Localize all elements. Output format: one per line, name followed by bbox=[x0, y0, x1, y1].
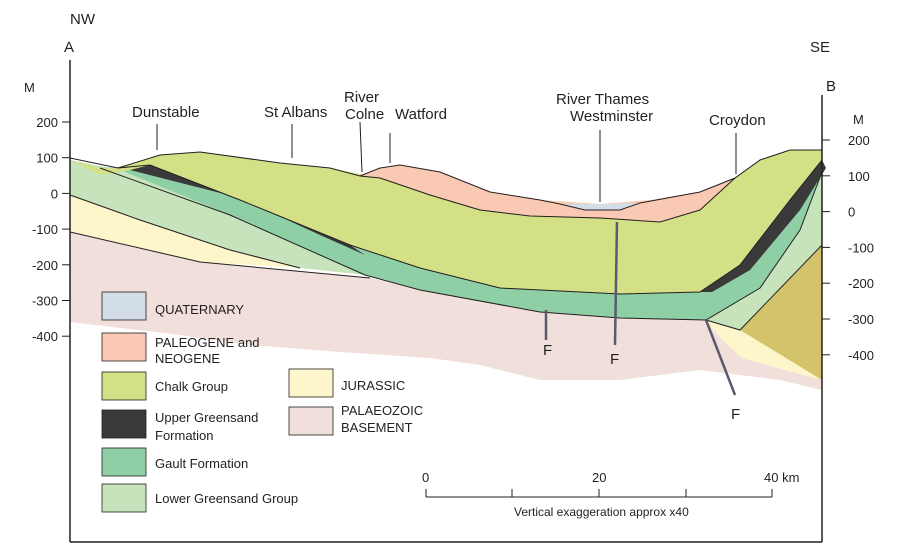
place-leader-lines bbox=[156, 121, 737, 202]
palaeozoic-basement-layer bbox=[70, 230, 822, 390]
legend-label-paleogene-line1: PALEOGENE and bbox=[155, 335, 260, 350]
left-axis-tick-label-3: -100 bbox=[32, 222, 58, 237]
legend-swatch-gault bbox=[101, 447, 147, 477]
legend-label-paleogene-line2: NEOGENE bbox=[155, 351, 220, 366]
legend-label-gault: Gault Formation bbox=[155, 456, 248, 471]
place-river-thames: River Thames bbox=[556, 91, 649, 108]
left-axis-tick-label-0: 200 bbox=[36, 115, 58, 130]
left-axis-tick-label-4: -200 bbox=[32, 258, 58, 273]
fault-line-2 bbox=[613, 221, 619, 346]
right-axis-tick-label-2: 0 bbox=[848, 205, 855, 220]
left-axis-tick-label-1: 100 bbox=[36, 151, 58, 166]
nw-label: NW bbox=[70, 11, 96, 28]
legend-label-jurassic: JURASSIC bbox=[341, 378, 405, 393]
paleogene-neogene-layer bbox=[360, 165, 735, 222]
olive-wedge-layer bbox=[740, 245, 822, 380]
legend-label-quaternary: QUATERNARY bbox=[155, 302, 244, 317]
quaternary-layer bbox=[560, 203, 640, 210]
place-croydon: Croydon bbox=[709, 112, 766, 129]
legend-label-palaeozoic-line2: BASEMENT bbox=[341, 420, 413, 435]
legend-label-chalk: Chalk Group bbox=[155, 379, 228, 394]
place-westminster: Westminster bbox=[570, 108, 653, 125]
lower-greensand-layer bbox=[70, 160, 822, 330]
left-axis-unit-label: M bbox=[24, 80, 35, 95]
legend-swatch-paleogene bbox=[101, 332, 147, 362]
right-axis-ticks: 200 100 0 -100 -200 -300 -400 bbox=[822, 133, 874, 363]
left-axis-tick-label-6: -400 bbox=[32, 329, 58, 344]
right-axis-tick-label-6: -400 bbox=[848, 348, 874, 363]
legend-label-upper-greensand-line2: Formation bbox=[155, 428, 214, 443]
legend-swatch-upper-greensand bbox=[101, 409, 147, 439]
legend: QUATERNARY PALEOGENE and NEOGENE Chalk G… bbox=[101, 291, 423, 513]
fault-label-2: F bbox=[610, 351, 619, 368]
layer-outlines bbox=[69, 149, 823, 331]
section-end-b-label: B bbox=[826, 78, 836, 95]
place-watford: Watford bbox=[395, 106, 447, 123]
legend-swatch-chalk bbox=[101, 371, 147, 401]
left-axis-tick-label-2: 0 bbox=[51, 186, 58, 201]
place-st-albans: St Albans bbox=[264, 104, 327, 121]
place-river-colne-line2: Colne bbox=[345, 106, 384, 123]
fault-label-3: F bbox=[731, 406, 740, 423]
scale-label-20: 20 bbox=[592, 470, 606, 485]
section-end-a-label: A bbox=[64, 39, 74, 56]
left-axis-tick-label-5: -300 bbox=[32, 294, 58, 309]
legend-swatch-quaternary bbox=[101, 291, 147, 321]
legend-label-lower-greensand: Lower Greensand Group bbox=[155, 491, 298, 506]
legend-swatch-palaeozoic bbox=[288, 406, 334, 436]
scale-label-0: 0 bbox=[422, 470, 429, 485]
fault-line-3 bbox=[704, 319, 737, 396]
se-label: SE bbox=[810, 39, 830, 56]
chalk-layer bbox=[118, 150, 822, 294]
right-axis-tick-label-1: 100 bbox=[848, 169, 870, 184]
scale-bar: 0 20 40 km Vertical exaggeration approx … bbox=[422, 470, 799, 519]
right-axis-tick-label-3: -100 bbox=[848, 240, 874, 255]
right-axis-tick-label-4: -200 bbox=[848, 276, 874, 291]
legend-label-palaeozoic-line1: PALAEOZOIC bbox=[341, 403, 423, 418]
fault-label-1: F bbox=[543, 342, 552, 359]
scale-caption: Vertical exaggeration approx x40 bbox=[514, 505, 689, 519]
jurassic-layer-nw bbox=[70, 195, 300, 268]
scale-label-40km: 40 km bbox=[764, 470, 799, 485]
right-axis-unit-label: M bbox=[853, 112, 864, 127]
legend-swatch-lower-greensand bbox=[101, 483, 147, 513]
legend-swatch-jurassic bbox=[288, 368, 334, 398]
right-axis-tick-label-5: -300 bbox=[848, 312, 874, 327]
place-dunstable: Dunstable bbox=[132, 104, 200, 121]
place-river-colne-line1: River bbox=[344, 89, 379, 106]
legend-label-upper-greensand-line1: Upper Greensand bbox=[155, 410, 258, 425]
left-axis-ticks: 200 100 0 -100 -200 -300 -400 bbox=[32, 115, 70, 344]
right-axis-tick-label-0: 200 bbox=[848, 133, 870, 148]
